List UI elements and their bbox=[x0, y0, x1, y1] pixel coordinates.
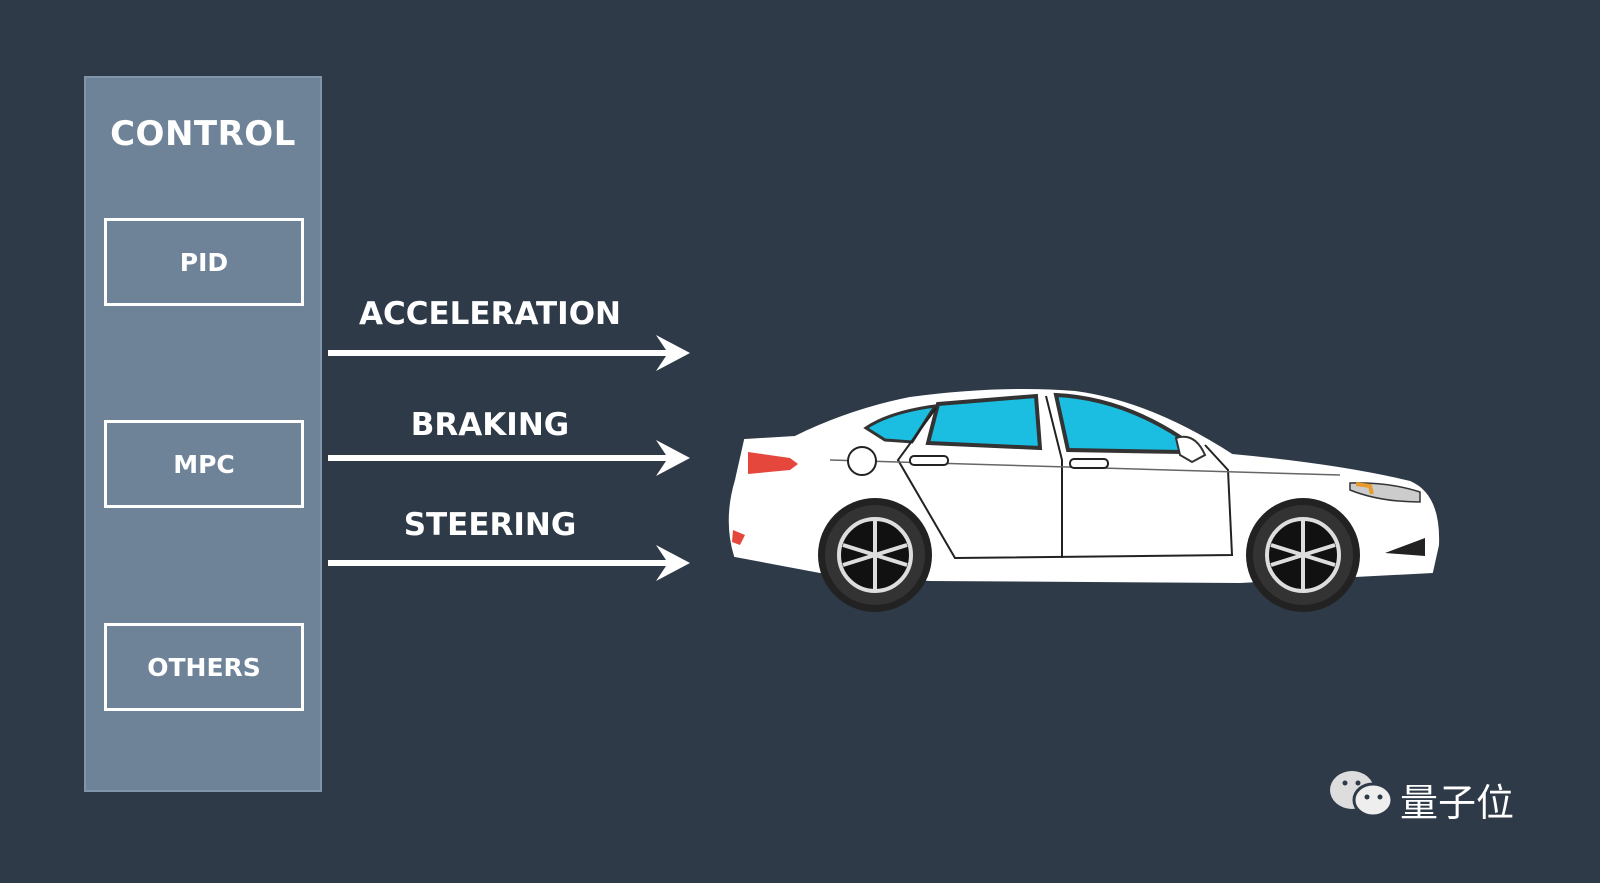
arrow-acceleration bbox=[328, 335, 690, 371]
arrow-steering bbox=[328, 545, 690, 581]
watermark-text: 量子位 bbox=[1400, 781, 1515, 825]
output-label-acceleration: ACCELERATION bbox=[358, 296, 622, 332]
car-illustration bbox=[728, 389, 1440, 612]
output-label-steering: STEERING bbox=[403, 507, 577, 543]
arrow-braking bbox=[328, 440, 690, 476]
method-box-others: OTHERS bbox=[104, 623, 304, 711]
wechat-icon bbox=[1330, 771, 1394, 818]
method-box-pid: PID bbox=[104, 218, 304, 306]
method-box-mpc: MPC bbox=[104, 420, 304, 508]
control-title: CONTROL bbox=[110, 114, 296, 154]
output-label-braking: BRAKING bbox=[410, 407, 570, 443]
control-panel: CONTROL PID MPC OTHERS bbox=[84, 76, 322, 792]
